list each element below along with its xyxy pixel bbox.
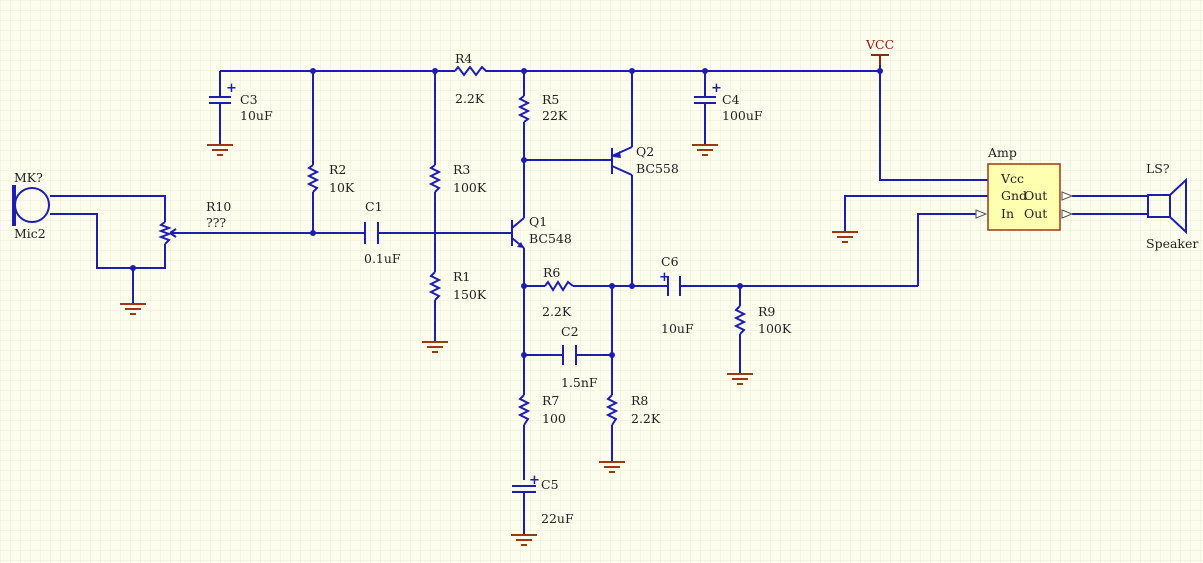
r8-ref-label: R8 (631, 393, 648, 408)
svg-text:+: + (529, 473, 540, 488)
transistor-q2-symbol[interactable] (611, 146, 633, 176)
r4-ref-label: R4 (455, 51, 472, 66)
transistor-q1-symbol[interactable] (511, 217, 525, 249)
r9-value-label: 100K (758, 321, 792, 336)
capacitor-c2-symbol[interactable] (562, 345, 577, 365)
speaker-value-label: Speaker (1146, 236, 1198, 251)
c1-ref-label: C1 (365, 199, 383, 214)
c5-ref-label: C5 (541, 477, 559, 492)
r5-value-label: 22K (542, 108, 568, 123)
resistor-r8-symbol[interactable] (605, 394, 619, 426)
c1-value-label: 0.1uF (364, 251, 401, 266)
mic-ref-label: MK? (14, 170, 43, 185)
capacitor-c5-symbol[interactable]: + (512, 473, 540, 493)
svg-text:+: + (226, 81, 237, 96)
c3-ref-label: C3 (240, 92, 258, 107)
r3-value-label: 100K (453, 180, 487, 195)
r1-ref-label: R1 (453, 269, 470, 284)
q2-value-label: BC558 (636, 161, 679, 176)
amp-pin-out: Out (1024, 206, 1047, 221)
c4-ref-label: C4 (722, 92, 740, 107)
resistor-r9-symbol[interactable] (733, 305, 747, 335)
c6-value-label: 10uF (661, 321, 694, 336)
capacitor-c4-symbol[interactable]: + (694, 81, 722, 104)
vcc-label: VCC (865, 37, 894, 52)
amp-pin-gnd: Gnd (1001, 188, 1027, 203)
r6-ref-label: R6 (543, 265, 560, 280)
q1-value-label: BC548 (529, 231, 572, 246)
ground-symbols (120, 144, 858, 546)
c6-ref-label: C6 (661, 254, 679, 269)
capacitor-c1-symbol[interactable] (364, 222, 379, 244)
c2-value-label: 1.5nF (561, 375, 598, 390)
speaker-ref-label: LS? (1146, 161, 1170, 176)
resistor-r2-symbol[interactable] (306, 164, 320, 193)
capacitor-c3-symbol[interactable]: + (209, 81, 237, 104)
c5-value-label: 22uF (541, 511, 574, 526)
r10-value-label: ??? (206, 215, 226, 230)
resistor-r4-symbol[interactable] (454, 65, 490, 77)
amp-ref-label: Amp (987, 145, 1017, 160)
resistor-r5-symbol[interactable] (517, 95, 531, 123)
r2-ref-label: R2 (329, 162, 346, 177)
svg-text:+: + (711, 81, 722, 96)
resistor-r6-symbol[interactable] (544, 280, 574, 292)
r7-value-label: 100 (542, 411, 566, 426)
resistor-r1-symbol[interactable] (428, 271, 442, 301)
r6-value-label: 2.2K (542, 304, 572, 319)
amp-pin-in: In (1001, 206, 1014, 221)
r5-ref-label: R5 (542, 92, 559, 107)
potentiometer-r10-symbol[interactable] (158, 221, 177, 245)
junction-dots (130, 68, 883, 358)
r7-ref-label: R7 (542, 393, 559, 408)
c3-value-label: 10uF (240, 108, 273, 123)
amp-block[interactable] (975, 163, 1074, 231)
r8-value-label: 2.2K (631, 411, 661, 426)
amp-pin-out-top: Out (1024, 188, 1047, 203)
amp-pin-vcc: Vcc (1000, 171, 1024, 186)
r3-ref-label: R3 (453, 162, 470, 177)
wires (50, 65, 1148, 535)
c4-value-label: 100uF (722, 108, 763, 123)
r10-ref-label: R10 (206, 199, 231, 214)
resistor-r3-symbol[interactable] (428, 164, 442, 193)
microphone-mk-symbol[interactable] (12, 185, 50, 226)
q2-ref-label: Q2 (636, 144, 654, 159)
c2-ref-label: C2 (561, 324, 579, 339)
svg-text:+: + (659, 270, 670, 285)
vcc-symbol (871, 54, 889, 65)
r4-value-label: 2.2K (455, 91, 485, 106)
r1-value-label: 150K (453, 287, 487, 302)
speaker-ls-symbol[interactable] (1147, 177, 1187, 235)
capacitor-c6-symbol[interactable]: + (659, 270, 681, 296)
r9-ref-label: R9 (758, 304, 775, 319)
mic-value-label: Mic2 (14, 226, 46, 241)
q1-ref-label: Q1 (529, 214, 547, 229)
r2-value-label: 10K (329, 180, 355, 195)
resistor-r7-symbol[interactable] (517, 394, 531, 426)
